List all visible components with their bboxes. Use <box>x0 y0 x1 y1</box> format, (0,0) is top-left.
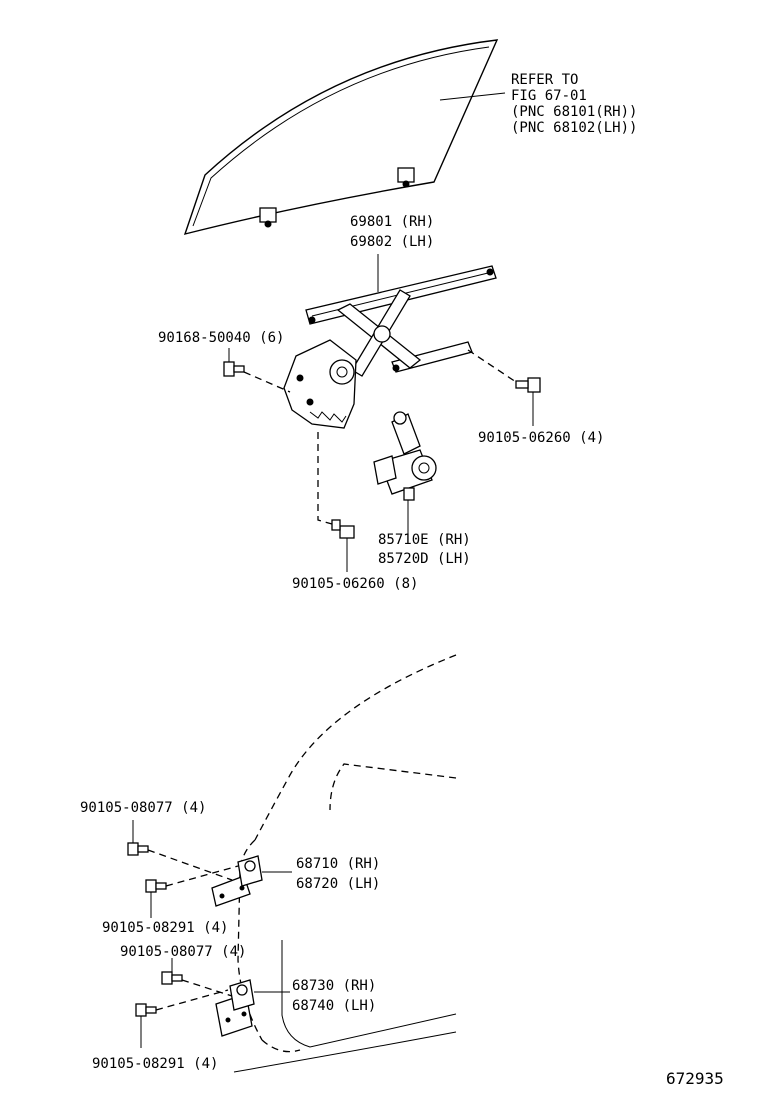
refer-label-line2: FIG 67-01 <box>511 88 587 104</box>
dashed-bolt-lower-08077 <box>181 979 233 997</box>
label-motor-lh: 85720D (LH) <box>378 551 471 567</box>
label-hinge-lower-lh: 68740 (LH) <box>292 998 376 1014</box>
refer-label-line3: (PNC 68101(RH)) <box>511 104 637 120</box>
door-glass <box>183 39 499 235</box>
bolt-90168 <box>223 361 245 377</box>
leader-refer <box>439 92 506 101</box>
bolt-upper-08077 <box>127 842 149 856</box>
bolt-90105-06260-bottom <box>331 519 355 539</box>
bolt-lower-08291 <box>135 1003 157 1017</box>
label-motor-rh: 85710E (RH) <box>378 532 471 548</box>
bolt-upper-08291 <box>145 879 167 893</box>
dashed-bolt-bottom <box>317 432 333 525</box>
label-bolt-upper-08077: 90105-08077 (4) <box>80 800 206 816</box>
refer-label-line1: REFER TO <box>511 72 578 88</box>
door-body-outline <box>233 654 457 1073</box>
window-regulator <box>283 265 497 429</box>
figure-number: 672935 <box>666 1069 724 1088</box>
label-hinge-lower-rh: 68730 (RH) <box>292 978 376 994</box>
dashed-bolt-right <box>467 349 517 383</box>
label-bolt-90168: 90168-50040 (6) <box>158 330 284 346</box>
refer-label-line4: (PNC 68102(LH)) <box>511 120 637 136</box>
label-bolt-90105-06260-8: 90105-06260 (8) <box>292 576 418 592</box>
label-bolt-upper-08291: 90105-08291 (4) <box>102 920 228 936</box>
bolt-90105-06260-right <box>515 377 541 393</box>
lower-hinge <box>215 979 255 1037</box>
dashed-bolt-upper-08077 <box>147 849 233 881</box>
dashed-bolt-90168 <box>243 371 291 393</box>
label-bolt-90105-06260-4: 90105-06260 (4) <box>478 430 604 446</box>
label-hinge-upper-rh: 68710 (RH) <box>296 856 380 872</box>
upper-hinge <box>211 855 263 907</box>
dashed-bolt-upper-08291 <box>165 865 239 887</box>
label-regulator-lh: 69802 (LH) <box>350 234 434 250</box>
regulator-motor <box>373 411 437 501</box>
glass-bracket <box>259 207 277 228</box>
label-hinge-upper-lh: 68720 (LH) <box>296 876 380 892</box>
bolt-lower-08077 <box>161 971 183 985</box>
glass-bracket <box>397 167 415 188</box>
label-bolt-lower-08291: 90105-08291 (4) <box>92 1056 218 1072</box>
dashed-bolt-lower-08291 <box>155 989 229 1011</box>
label-regulator-rh: 69801 (RH) <box>350 214 434 230</box>
label-bolt-lower-08077: 90105-08077 (4) <box>120 944 246 960</box>
